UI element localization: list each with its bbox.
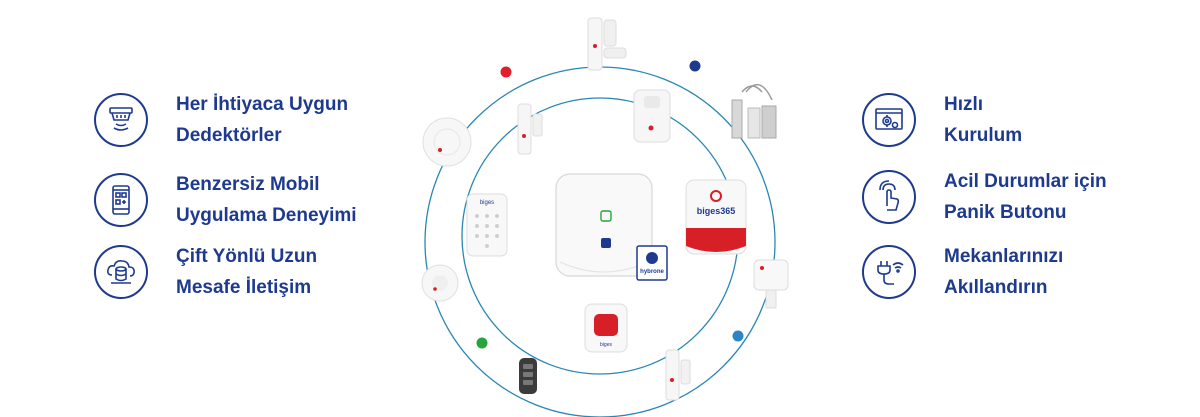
orbit-dot-blue bbox=[732, 330, 744, 342]
door-contact-sensor-inner bbox=[517, 103, 543, 155]
door-contact-sensor-top bbox=[587, 17, 627, 71]
feature-label: Çift Yönlü Uzun Mesafe İletişim bbox=[176, 241, 317, 303]
smoke-detector-icon bbox=[94, 93, 148, 147]
feature-line2: Akıllandırın bbox=[944, 277, 1048, 298]
keypad-brand: biges bbox=[480, 200, 494, 206]
orbit-dot-red bbox=[500, 66, 512, 78]
hybrone-badge: hybrone bbox=[636, 245, 668, 281]
feature-line2: Uygulama Deneyimi bbox=[176, 205, 357, 226]
feature-label: Her İhtiyaca Uygun Dedektörler bbox=[176, 89, 348, 151]
feature-mobile-app: Benzersiz Mobil Uygulama Deneyimi bbox=[94, 169, 357, 231]
feature-label: Hızlı Kurulum bbox=[944, 89, 1022, 151]
feature-line1: Her İhtiyaca Uygun bbox=[176, 94, 349, 115]
feature-line1: Mekanlarınızı bbox=[944, 246, 1064, 267]
siren-device: biges365 bbox=[685, 179, 747, 255]
water-leak-sensor bbox=[421, 264, 459, 302]
feature-long-range: Çift Yönlü Uzun Mesafe İletişim bbox=[94, 241, 317, 303]
badge-text: hybrone bbox=[640, 269, 664, 275]
magnetic-contact bbox=[731, 83, 777, 139]
smoke-detector bbox=[422, 117, 472, 167]
feature-line1: Benzersiz Mobil bbox=[176, 174, 320, 195]
feature-label: Benzersiz Mobil Uygulama Deneyimi bbox=[176, 169, 357, 231]
feature-line2: Mesafe İletişim bbox=[176, 277, 312, 298]
siren-brand: biges365 bbox=[697, 206, 736, 216]
keypad-device: biges bbox=[466, 193, 508, 257]
setup-browser-icon bbox=[862, 93, 916, 147]
motion-sensor bbox=[633, 89, 671, 143]
panic-touch-icon bbox=[862, 170, 916, 224]
feature-quick-setup: Hızlı Kurulum bbox=[862, 89, 1022, 151]
orbit-dot-navy bbox=[689, 60, 701, 72]
cloud-server-icon bbox=[94, 245, 148, 299]
mobile-app-icon bbox=[94, 173, 148, 227]
smart-plug-device bbox=[753, 259, 789, 309]
feature-label: Mekanlarınızı Akıllandırın bbox=[944, 241, 1063, 303]
panic-button-device: biges bbox=[584, 303, 628, 353]
feature-line1: Çift Yönlü Uzun bbox=[176, 246, 318, 267]
feature-line2: Panik Butonu bbox=[944, 202, 1067, 223]
feature-label: Acil Durumlar için Panik Butonu bbox=[944, 166, 1107, 228]
feature-line1: Acil Durumlar için bbox=[944, 171, 1107, 192]
feature-line2: Kurulum bbox=[944, 125, 1023, 146]
feature-panic-button: Acil Durumlar için Panik Butonu bbox=[862, 166, 1107, 228]
feature-smart-spaces: Mekanlarınızı Akıllandırın bbox=[862, 241, 1063, 303]
feature-line1: Hızlı bbox=[944, 94, 984, 115]
feature-detectors: Her İhtiyaca Uygun Dedektörler bbox=[94, 89, 348, 151]
panic-brand: biges bbox=[600, 342, 612, 348]
remote-key-fob bbox=[519, 358, 537, 394]
feature-line2: Dedektörler bbox=[176, 125, 282, 146]
smart-plug-icon bbox=[862, 245, 916, 299]
door-contact-sensor-bottom bbox=[665, 349, 691, 401]
orbit-dot-green bbox=[476, 337, 488, 349]
